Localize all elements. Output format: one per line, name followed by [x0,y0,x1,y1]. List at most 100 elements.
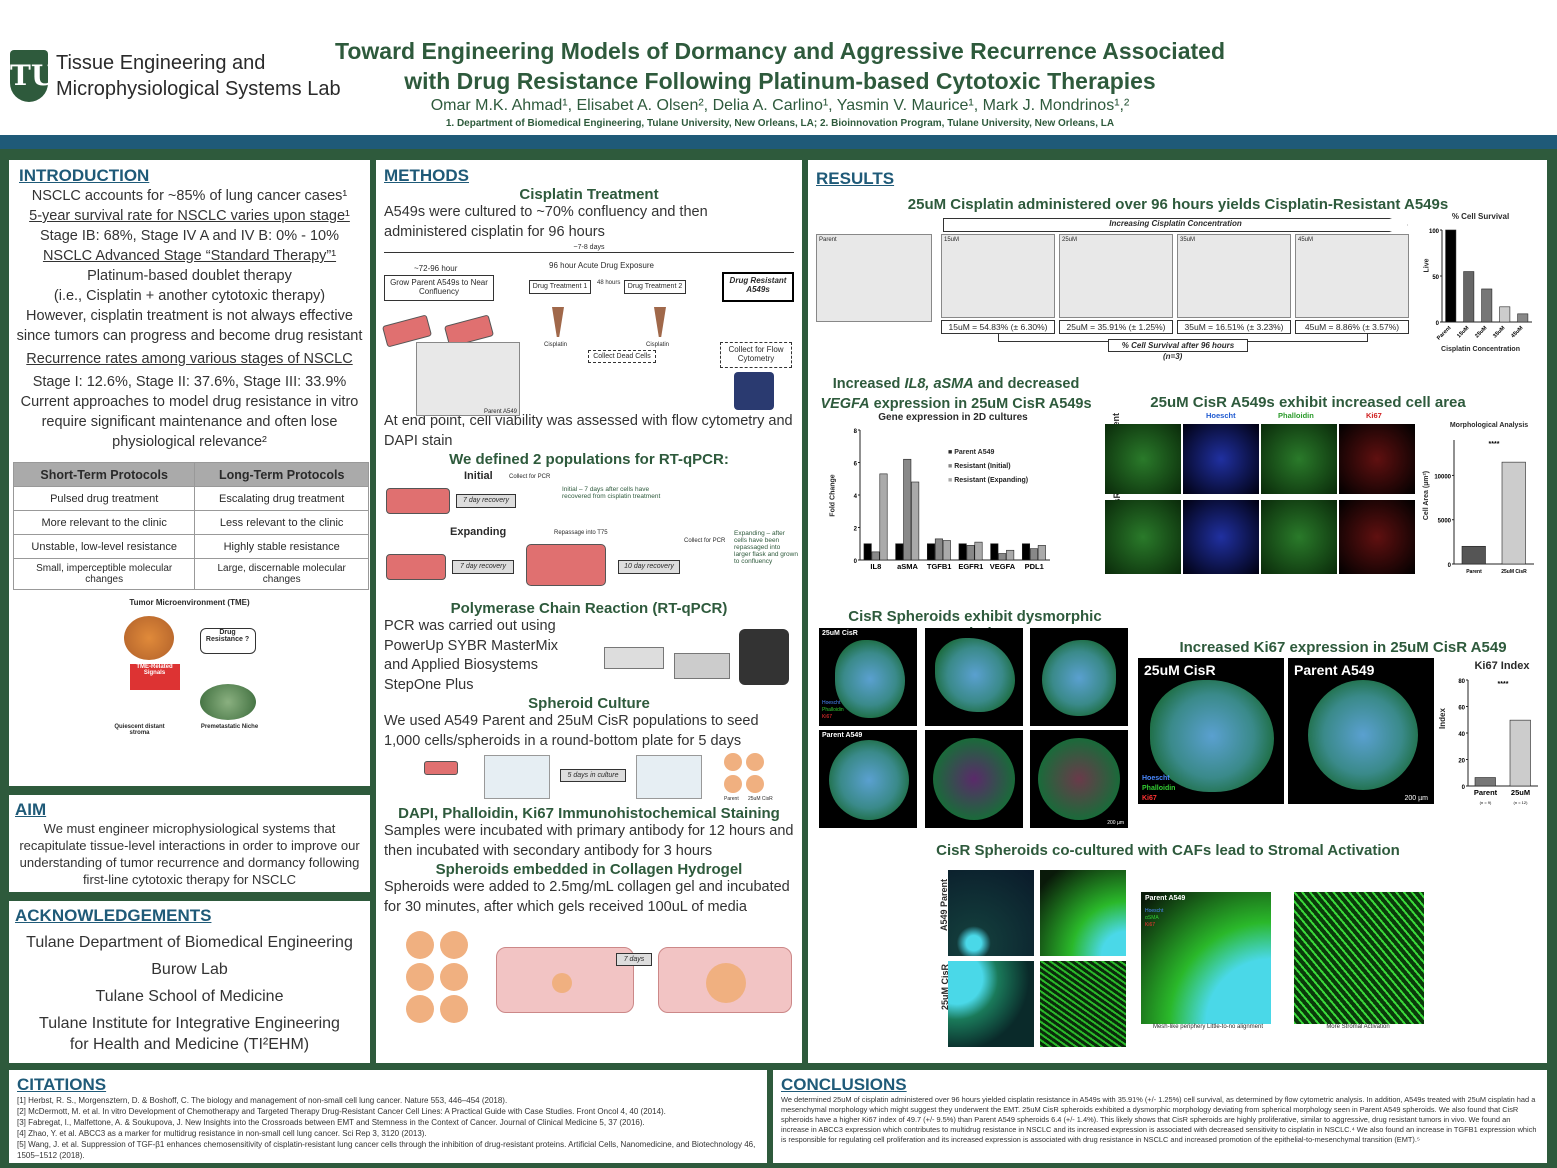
n-label: (n = 12) [1514,800,1529,805]
more-label: More Stromal Activation [1326,1024,1390,1030]
bar [934,538,943,561]
caf-c2 [1040,961,1126,1047]
significance-label: **** [1498,681,1509,688]
bar [911,481,920,561]
bar [895,543,904,561]
bar [1037,545,1046,561]
x-tick-label: TGFB1 [927,562,952,571]
area-chart: Morphological Analysis Cell Area (µm²) 0… [1423,422,1534,575]
significance-label: **** [1489,441,1500,448]
results-panel: RESULTS 25uM Cisplatin administered over… [808,160,1547,1063]
methods-panel: METHODS Cisplatin Treatment A549s were c… [376,160,802,1063]
r6-title: CisR Spheroids co-cultured with CAFs lea… [936,842,1400,859]
sph-cisr-2 [925,628,1023,726]
y-tick-label: 0 [1462,785,1466,791]
img-c-merge [1105,500,1181,574]
caf-p2 [1040,870,1126,956]
x-tick-label: 45uM [1510,325,1524,339]
x-tick-label: Parent [1436,325,1452,341]
img-p-blue [1183,424,1259,494]
authors: Omar M.K. Ahmad¹, Elisabet A. Olsen², De… [430,97,1130,114]
pcr-title: Polymerase Chain Reaction (RT-qPCR) [450,600,728,617]
spheroid-title: Spheroid Culture [528,695,650,712]
stain-hoescht: Hoescht [1206,411,1236,420]
ack-panel: ACKNOWLEDGEMENTS Tulane Department of Bi… [9,901,370,1063]
parent-img: Parent [816,234,932,322]
ki67-parent-img: Parent A549 200 µm [1288,658,1434,804]
poster-title: Toward Engineering Models of Dormancy an… [335,38,1225,94]
x-tick-label: 25uM CisR [1501,569,1527,575]
img-c-green [1261,500,1337,574]
ack-heading: ACKNOWLEDGEMENTS [15,906,212,925]
bar [1509,719,1531,787]
conclusions-heading: CONCLUSIONS [781,1075,907,1094]
conclusions-text: We determined 25uM of cisplatin administ… [781,1095,1537,1144]
conclusions-panel: CONCLUSIONS We determined 25uM of cispla… [773,1070,1547,1163]
img-p-merge [1105,424,1181,494]
gene-chart: Gene expression in 2D cultures Fold Chan… [829,412,1050,571]
y-tick-label: 0 [1448,563,1452,569]
surv-35: 35uM = 16.51% (± 3.23%) [1177,320,1291,334]
x-tick-label: 25uM [1511,788,1530,797]
bar [1481,288,1493,323]
ihc-text: Samples were incubated with primary anti… [384,823,794,859]
pcr-section: PCR was carried out using PowerUp SYBR M… [384,617,794,695]
bar [990,543,999,561]
pcr-populations-diagram: Initial Collect for PCR 7 day recovery I… [384,468,798,600]
bar [974,541,983,561]
y-tick-label: 100 [1429,229,1440,235]
stain-phalloidin: Phalloidin [1278,411,1314,420]
bar [871,551,880,561]
bar [1517,313,1529,323]
x-tick-label: IL8 [870,562,881,571]
img-c-red [1339,500,1415,574]
surv-15: 15uM = 54.83% (± 6.30%) [941,320,1055,334]
x-tick-label: 35uM [1492,325,1506,339]
bar [1463,271,1475,323]
cisplatin-title: Cisplatin Treatment [519,186,659,203]
caf-p1 [948,870,1034,956]
caf-zoom-cisr [1294,892,1424,1024]
img-p-red [1339,424,1415,494]
caf-c1 [948,961,1034,1047]
aim-panel: AIM We must engineer microphysiological … [9,795,370,892]
header-divider [0,135,1557,149]
bar [1006,549,1015,561]
bar [966,545,975,561]
sph-cisr-3 [1030,628,1128,726]
cisplatin-workflow: ~7-8 days ~72-96 hour 96 hour Acute Drug… [381,242,794,416]
x-tick-label: Parent [1474,788,1498,797]
x-tick-label: aSMA [897,562,918,571]
y-tick-label: 40 [1458,732,1465,738]
citations-heading: CITATIONS [17,1075,107,1094]
bar [879,473,888,561]
aim-text: We must engineer microphysiological syst… [19,821,360,887]
ihc-title: DAPI, Phalloidin, Ki67 Immunohistochemic… [398,805,780,822]
bar [1474,777,1496,787]
n3: (n=3) [1163,352,1183,361]
spheroid-diagram: 5 days in culture Parent 25uM CisR [384,751,794,805]
bar [958,543,967,561]
bar [1499,306,1511,323]
ref-1: [1] Herbst, R. S., Morgensztern, D. & Bo… [17,1096,508,1105]
results-heading: RESULTS [816,169,895,188]
bar [942,540,951,561]
collagen-diagram: 7 days [384,917,794,1027]
n-label: (n = 9) [1480,800,1492,805]
cisplatin-text: A549s were cultured to ~70% confluency a… [384,204,708,240]
bar [1029,548,1038,561]
intro-panel: INTRODUCTION NSCLC accounts for ~85% of … [9,160,370,786]
x-tick-label: Parent [1466,569,1482,575]
15um-img: 15uM [941,234,1055,318]
bar [903,458,912,561]
ack-list: Tulane Department of Biomedical Engineer… [26,934,353,1053]
stain-ki67: Ki67 [1366,411,1382,420]
ref-3: [3] Fabregat, I., Malfettone, A. & Souku… [17,1118,645,1127]
bar [926,543,936,561]
bar [1501,461,1526,565]
ref-4: [4] Zhao, Y. et al. ABCC3 as a marker fo… [17,1129,427,1138]
